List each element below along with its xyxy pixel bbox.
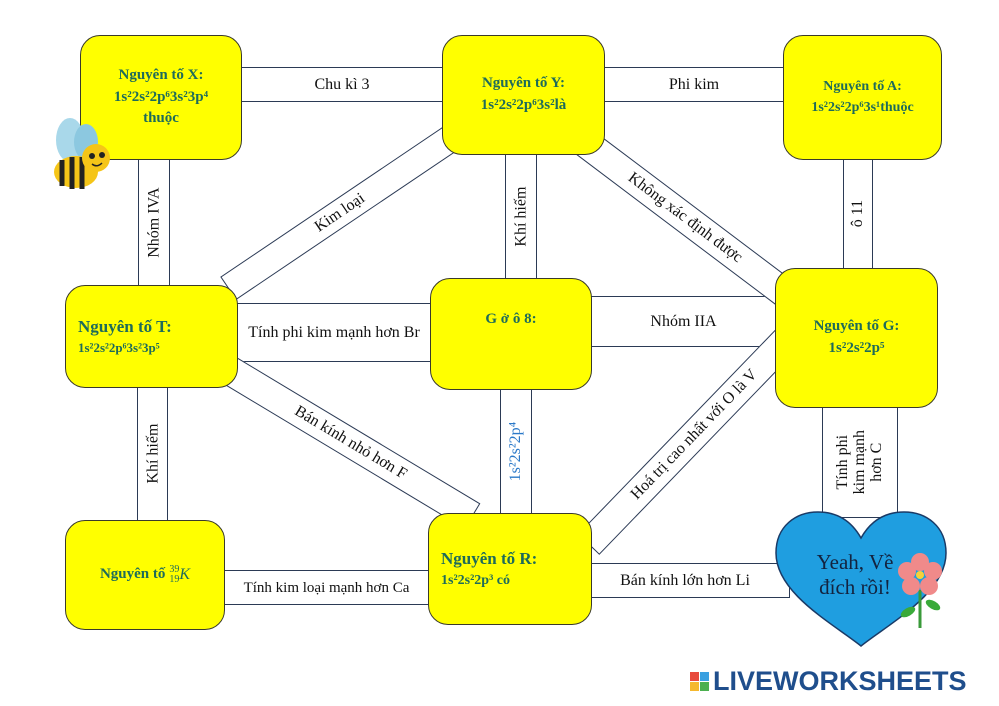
- connector-khi-hiem-bottom[interactable]: Khí hiếm: [137, 386, 168, 522]
- box-element-a[interactable]: Nguyên tố A: 1s²2s²2p⁶3s¹thuộc: [783, 35, 942, 160]
- connector-ban-kinh-li[interactable]: Bán kính lớn hơn Li: [590, 563, 790, 598]
- finish-text: Yeah, Về đích rồi!: [800, 550, 910, 600]
- connector-label: ô 11: [849, 200, 867, 228]
- connector-label: Tính phi kim mạnh hơn Br: [248, 323, 420, 341]
- connector-label: Không xác định được: [624, 169, 746, 267]
- box-title: Nguyên tố X:: [118, 66, 204, 83]
- connector-label: Chu kì 3: [314, 75, 370, 93]
- connector-label: Phi kim: [668, 75, 720, 93]
- box-suffix: thuộc: [143, 110, 179, 127]
- connector-label: Tính phi kim mạnh hơn C: [833, 429, 885, 495]
- connector-label: 1s²2s²2p⁴: [507, 421, 525, 482]
- logo-icon: [690, 672, 709, 691]
- isotope-symbol: K: [179, 566, 191, 584]
- connector-label: Khí hiếm: [512, 186, 530, 247]
- logo-text: LIVEWORKSHEETS: [713, 666, 967, 696]
- finish-line-2: đích rồi!: [819, 575, 891, 600]
- connector-tinh-phi-kim-br[interactable]: Tính phi kim mạnh hơn Br: [236, 303, 432, 362]
- box-title: G ở ô 8:: [485, 311, 537, 327]
- isotope-number: 19: [169, 574, 180, 585]
- isotope-mass: 39: [169, 564, 180, 575]
- connector-nhom-iva[interactable]: Nhóm IVA: [138, 158, 170, 288]
- connector-nhom-iia[interactable]: Nhóm IIA: [590, 296, 777, 347]
- box-title: Nguyên tố Y:: [481, 75, 566, 92]
- box-title: Nguyên tố T:: [78, 316, 172, 336]
- connector-label: Bán kính lớn hơn Li: [620, 571, 750, 589]
- connector-chu-ki-3[interactable]: Chu kì 3: [240, 67, 444, 102]
- connector-khong-xac-dinh[interactable]: Không xác định được: [576, 130, 794, 306]
- flower-icon: [898, 553, 942, 628]
- box-title: Nguyên tố R:: [441, 548, 538, 568]
- connector-phi-kim[interactable]: Phi kim: [603, 67, 785, 102]
- connector-label: Nhóm IIA: [650, 312, 717, 330]
- box-config: 1s²2s²2p⁶3s²3p⁴: [113, 88, 209, 105]
- connector-tinh-phi-kim-c[interactable]: Tính phi kim mạnh hơn C: [822, 406, 898, 518]
- finish-line-1: Yeah, Về: [816, 550, 894, 574]
- connector-label: Bán kính nhỏ hơn F: [291, 402, 410, 483]
- box-g-o-8[interactable]: G ở ô 8:: [430, 278, 592, 390]
- box-config: 1s²2s²2p⁶3s²3p⁵: [78, 340, 160, 356]
- box-element-y[interactable]: Nguyên tố Y: 1s²2s²2p⁶3s²là: [442, 35, 605, 155]
- connector-label: Khí hiếm: [143, 424, 161, 484]
- box-title: Nguyên tố A:: [823, 79, 902, 95]
- connector-khi-hiem-top[interactable]: Khí hiếm: [505, 153, 537, 280]
- bee-icon: [54, 118, 110, 189]
- box-element-r[interactable]: Nguyên tố R: 1s²2s²2p³ có: [428, 513, 592, 625]
- liveworksheets-logo: LIVEWORKSHEETS: [690, 666, 967, 697]
- box-title: Nguyên tố G:: [813, 318, 900, 335]
- connector-config-2p4[interactable]: 1s²2s²2p⁴: [500, 388, 532, 515]
- connector-label: Nhóm IVA: [145, 187, 163, 259]
- box-element-t[interactable]: Nguyên tố T: 1s²2s²2p⁶3s²3p⁵: [65, 285, 238, 388]
- box-element-x[interactable]: Nguyên tố X: 1s²2s²2p⁶3s²3p⁴ thuộc: [80, 35, 242, 160]
- box-element-g[interactable]: Nguyên tố G: 1s²2s²2p⁵: [775, 268, 938, 408]
- box-title: Nguyên tố: [99, 566, 166, 583]
- connector-label: Tính kim loại mạnh hơn Ca: [243, 579, 410, 596]
- connector-hoa-tri[interactable]: Hoá trị cao nhất với O là V: [577, 329, 798, 555]
- box-config: 1s²2s²2p⁶3s¹thuộc: [811, 99, 914, 115]
- box-config: 1s²2s²2p⁶3s²là: [480, 97, 567, 113]
- box-config: 1s²2s²2p³ có: [441, 573, 510, 589]
- connector-label: Kim loại: [311, 189, 368, 236]
- connector-tinh-kim-loai-ca[interactable]: Tính kim loại mạnh hơn Ca: [223, 570, 430, 605]
- connector-label: Hoá trị cao nhất với O là V: [627, 366, 761, 503]
- connector-kim-loai[interactable]: Kim loại: [220, 125, 460, 301]
- box-config: 1s²2s²2p⁵: [828, 340, 885, 356]
- connector-o-11[interactable]: ô 11: [843, 158, 873, 270]
